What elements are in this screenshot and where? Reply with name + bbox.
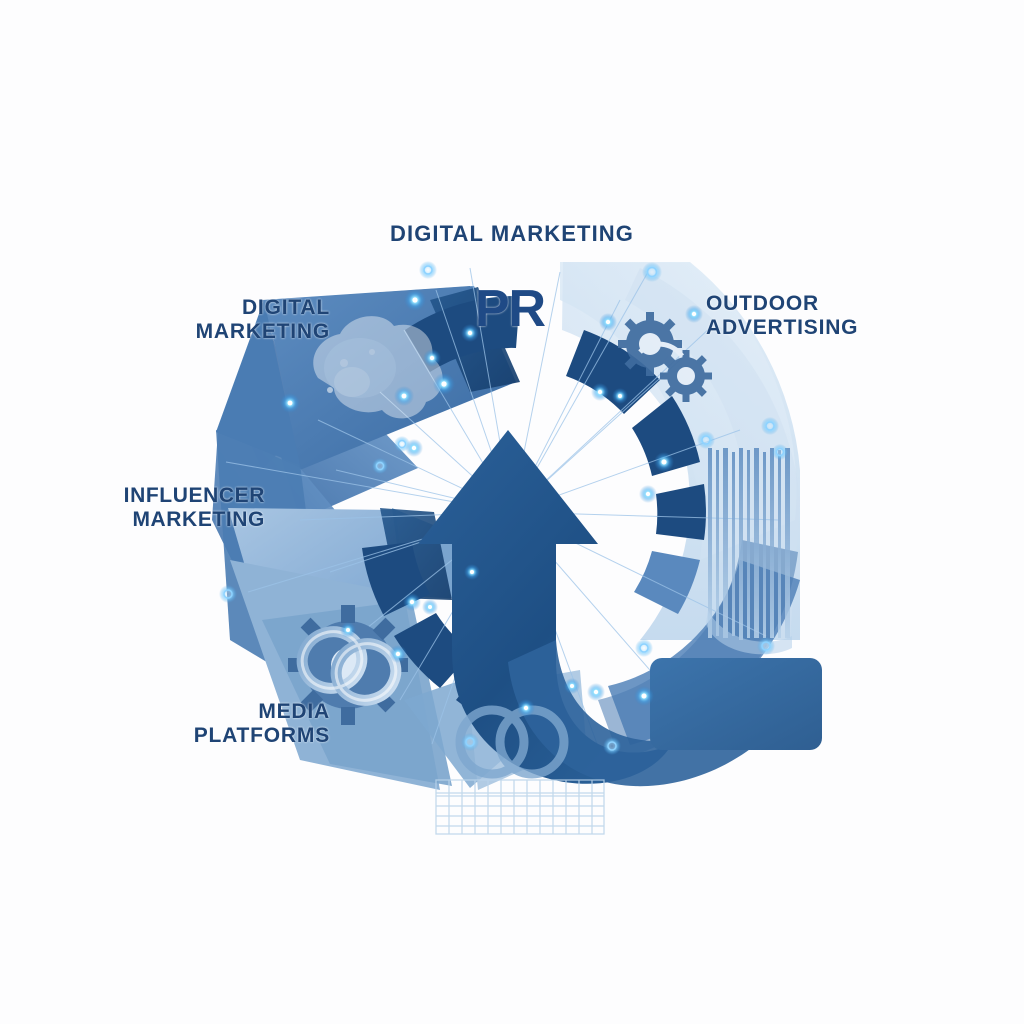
gears-icon [618,312,712,402]
center-title-pr: PR [474,280,546,338]
label-digital-marketing-top: DIGITAL MARKETING [390,221,634,246]
barcode-icon [706,448,792,655]
label-influencer-marketing: INFLUENCER MARKETING [123,484,265,531]
blank-card [650,658,822,750]
glow-nodes [219,261,788,755]
label-media-platforms: MEDIA PLATFORMS [193,700,330,747]
label-digital-marketing: DIGITAL MARKETING [195,296,330,343]
grid-table-icon [435,779,605,835]
label-outdoor-advertising: OUTDOOR ADVERTISING [706,292,859,339]
